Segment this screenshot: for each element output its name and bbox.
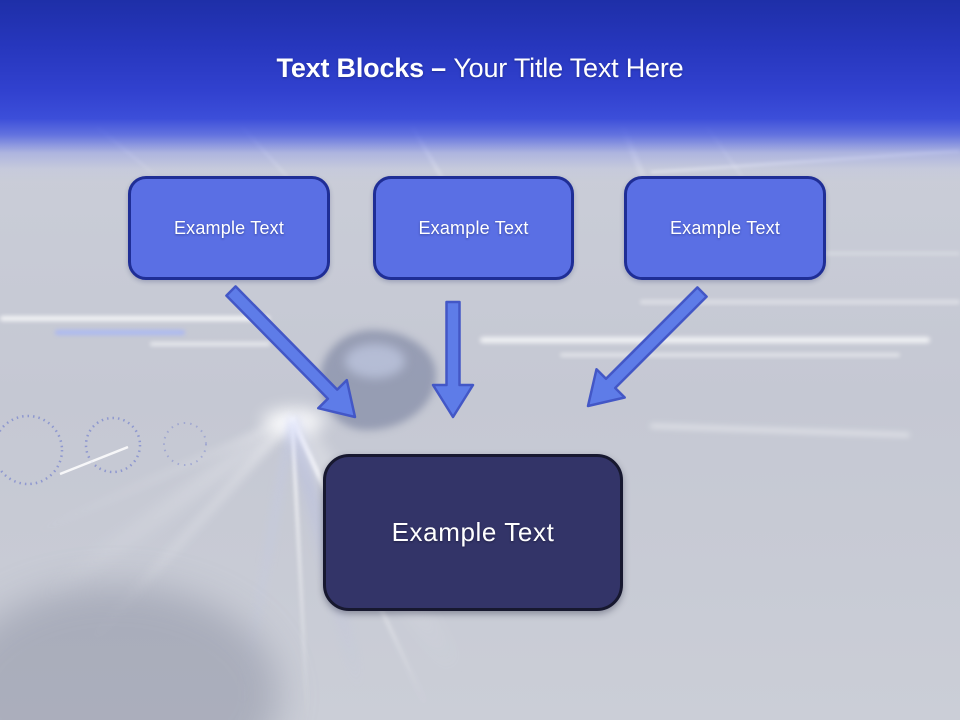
center-text-block-label: Example Text	[391, 517, 555, 547]
header-band	[0, 0, 960, 182]
text-block-2: Example Text	[373, 176, 574, 280]
arrow-down-left-icon	[586, 286, 708, 408]
text-block-3-label: Example Text	[669, 217, 781, 238]
text-block-2-label: Example Text	[418, 217, 529, 238]
light-streak	[560, 353, 900, 357]
center-text-block: Example Text	[323, 454, 623, 611]
text-block-3: Example Text	[624, 176, 826, 280]
text-block-1: Example Text	[128, 176, 330, 280]
light-streak	[55, 330, 185, 335]
light-streak	[700, 252, 960, 255]
text-block-1-label: Example Text	[173, 217, 285, 238]
speedometer-gauges	[0, 414, 207, 486]
light-streak	[480, 337, 930, 343]
page-title: Text Blocks – Your Title Text Here	[0, 53, 960, 84]
light-streak	[640, 300, 960, 304]
mirror-highlight	[345, 344, 405, 378]
title-bold-text: Text Blocks –	[276, 53, 454, 83]
arrow-down-right-icon	[225, 285, 357, 419]
light-streak	[150, 342, 270, 346]
title-regular-text: Your Title Text Here	[453, 53, 684, 83]
arrow-down-icon	[431, 300, 475, 419]
light-streak	[0, 316, 270, 321]
